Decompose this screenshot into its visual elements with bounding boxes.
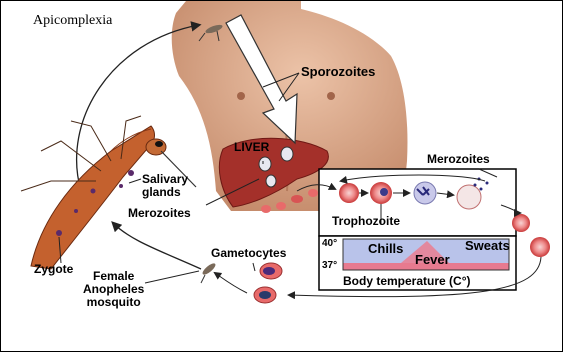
temp-tick-40: 40° — [322, 237, 337, 250]
gametocytes — [253, 263, 282, 303]
label-sweats: Sweats — [465, 239, 510, 252]
label-body-temperature: Body temperature (C°) — [343, 275, 470, 288]
nipple-left — [237, 92, 245, 100]
arrow-human-to-mosquito — [113, 223, 201, 269]
feeding-mosquito-small — [201, 262, 217, 283]
label-fever: Fever — [415, 253, 450, 266]
label-salivary-glands: Salivary glands — [142, 173, 188, 199]
label-sporozoites: Sporozoites — [301, 65, 375, 78]
label-liver: LIVER — [234, 141, 269, 154]
label-zygote: Zygote — [34, 263, 73, 276]
diagram-title: Apicomplexia — [33, 13, 112, 29]
label-merozoites-top: Merozoites — [427, 153, 490, 166]
label-gametocytes: Gametocytes — [211, 247, 286, 260]
label-trophozoite: Trophozoite — [332, 215, 400, 228]
temp-tick-37: 37° — [322, 259, 337, 272]
arrow-gametocytes-to-mosquito — [215, 273, 247, 293]
label-chills: Chills — [368, 242, 403, 255]
label-merozoites-left: Merozoites — [128, 207, 191, 220]
mosquito-label-leader — [145, 271, 199, 283]
nipple-right — [327, 92, 335, 100]
label-female-anopheles-mosquito: Female Anopheles mosquito — [83, 270, 144, 309]
